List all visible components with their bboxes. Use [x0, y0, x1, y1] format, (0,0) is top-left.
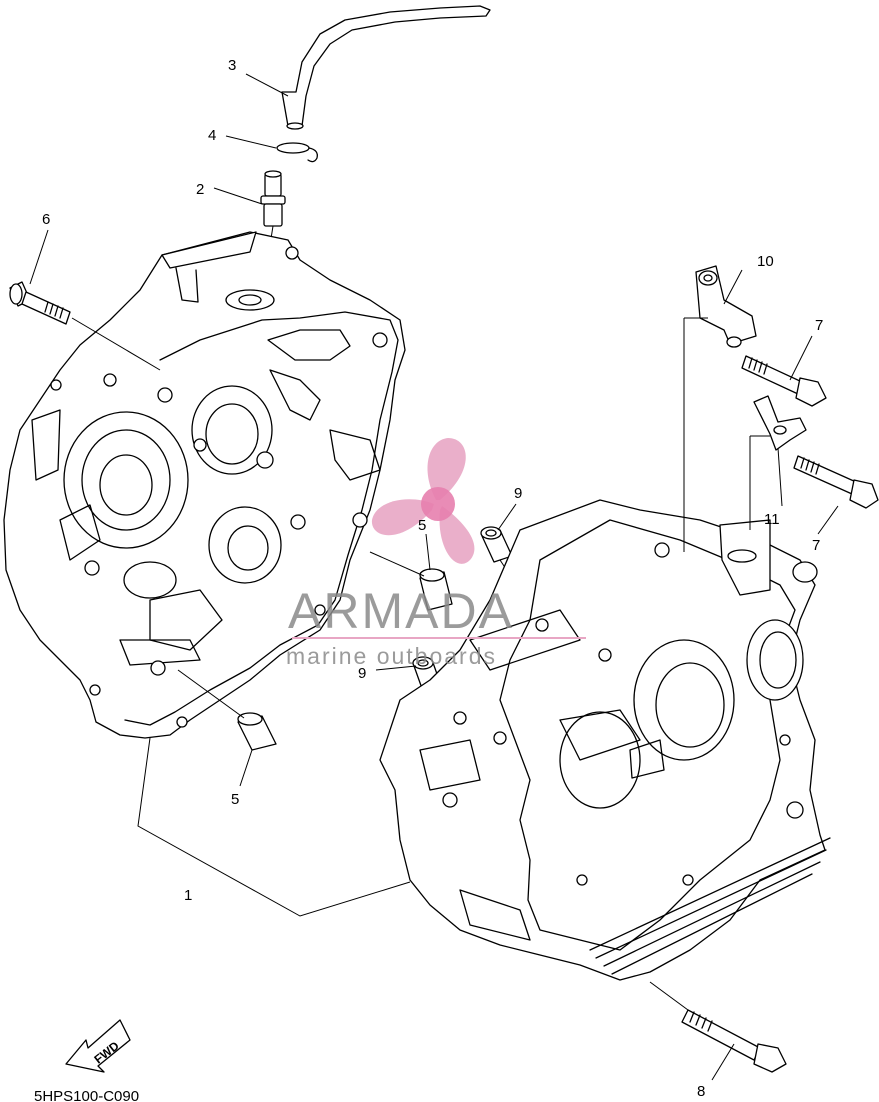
- bolt-right-upper: [741, 355, 827, 407]
- callout-11: 11: [764, 511, 780, 528]
- callout-4: 4: [208, 127, 216, 144]
- bracket-upper: [695, 265, 757, 348]
- leader-lines: [29, 73, 839, 1081]
- bolt-bottom: [681, 1009, 787, 1073]
- callout-1: 1: [184, 887, 192, 904]
- callout-10: 10: [757, 253, 774, 270]
- logo-blade-right: [439, 506, 475, 564]
- logo-hub: [421, 487, 455, 521]
- callout-9-lower: 9: [358, 665, 366, 682]
- callout-9-upper: 9: [514, 485, 522, 502]
- dowel-pin-lower-left: [237, 712, 277, 751]
- callout-8: 8: [697, 1083, 705, 1100]
- reference-code: 5HPS100-C090: [34, 1088, 139, 1102]
- bolt-left: [9, 281, 71, 325]
- watermark: ARMADA marine outboards: [286, 438, 586, 669]
- logo-blade-left: [371, 499, 434, 536]
- breather-fitting: [260, 170, 286, 227]
- forward-arrow-icon: FWD: [65, 1019, 131, 1073]
- watermark-tagline: marine outboards: [286, 643, 497, 669]
- callout-3: 3: [228, 57, 236, 74]
- callout-5-center: 5: [418, 517, 426, 534]
- callout-7-upper: 7: [815, 317, 823, 334]
- callout-6: 6: [42, 211, 50, 228]
- hose-clip: [276, 142, 318, 163]
- right-crankcase: [379, 499, 831, 981]
- left-crankcase: [3, 231, 406, 739]
- part-1-bracket: [137, 737, 411, 917]
- logo-blade-top: [427, 438, 466, 500]
- bracket-lower: [753, 395, 807, 451]
- callout-7-lower: 7: [812, 537, 820, 554]
- callout-2: 2: [196, 181, 204, 198]
- propeller-logo: [371, 438, 475, 564]
- watermark-brand: ARMADA: [288, 583, 514, 639]
- o-ring-upper: [480, 526, 513, 563]
- callout-5-lower: 5: [231, 791, 239, 808]
- dowel-pin-center: [419, 568, 453, 611]
- callout-numbers: 1 2 3 4 5 5 6 7 7 8 9 9 10 11: [42, 57, 823, 1100]
- breather-hose: [281, 5, 491, 130]
- bolt-right-lower: [793, 455, 879, 509]
